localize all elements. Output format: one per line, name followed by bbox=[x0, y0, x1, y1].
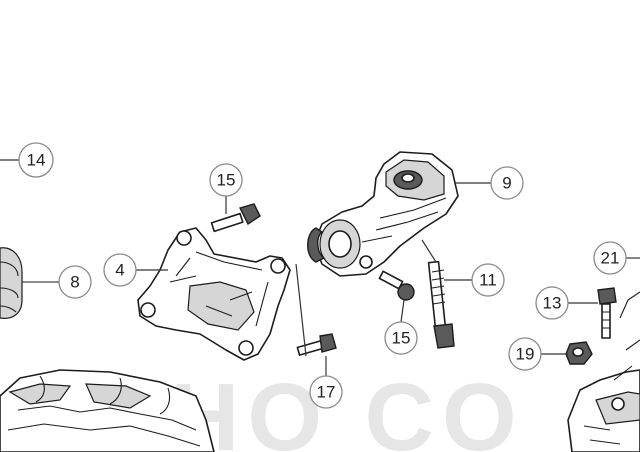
callout-8-label: 8 bbox=[70, 273, 79, 292]
callout-9-label: 9 bbox=[502, 174, 511, 193]
leader-lines bbox=[0, 159, 640, 376]
callout-19: 19 bbox=[508, 337, 542, 371]
part-21-bracket bbox=[567, 291, 640, 452]
callout-17-label: 17 bbox=[317, 383, 336, 402]
callout-13: 13 bbox=[535, 286, 569, 320]
callout-8: 8 bbox=[58, 265, 92, 299]
part-17-bolt bbox=[296, 333, 337, 356]
part-8-mount bbox=[0, 247, 56, 319]
callout-11-label: 11 bbox=[479, 271, 497, 290]
callout-11: 11 bbox=[471, 263, 505, 297]
part-4-bracket bbox=[137, 227, 291, 361]
callout-14-label: 14 bbox=[27, 151, 46, 170]
callout-21-label: 21 bbox=[601, 249, 620, 268]
callout-4: 4 bbox=[103, 253, 137, 287]
part-15-bolt-upper bbox=[210, 203, 261, 233]
engine-block bbox=[0, 369, 215, 452]
watermark: HO CO bbox=[170, 364, 525, 452]
callout-15-upper-label: 15 bbox=[217, 171, 236, 190]
callout-19-label: 19 bbox=[516, 345, 535, 364]
callout-4-label: 4 bbox=[115, 261, 124, 280]
part-13-bolt bbox=[597, 287, 617, 339]
part-11-bolt bbox=[427, 260, 455, 349]
part-9-torque-mount bbox=[307, 151, 459, 277]
part-15-bolt-lower bbox=[378, 270, 415, 301]
callout-9: 9 bbox=[490, 166, 524, 200]
callout-15-lower: 15 bbox=[384, 321, 418, 355]
callout-13-label: 13 bbox=[543, 294, 562, 313]
callout-15-lower-label: 15 bbox=[392, 329, 411, 348]
callout-21: 21 bbox=[593, 241, 627, 275]
callout-14: 14 bbox=[18, 142, 54, 178]
part-19-nut bbox=[565, 341, 593, 365]
callout-15-upper: 15 bbox=[209, 163, 243, 197]
callout-17: 17 bbox=[309, 375, 343, 409]
